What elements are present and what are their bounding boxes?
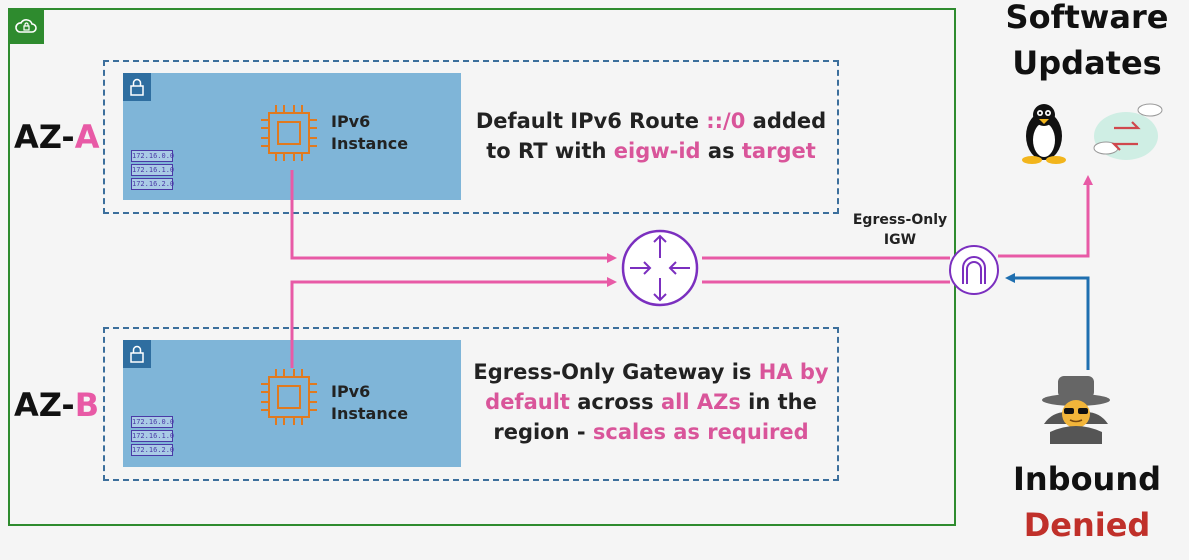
denied-line2: Denied	[1023, 506, 1151, 544]
inbound-line1: Inbound	[1012, 460, 1162, 498]
egress-only-igw-icon	[949, 245, 999, 295]
cidr-block: 172.16.0.0	[131, 150, 175, 162]
router-icon	[621, 229, 699, 307]
hacker-icon	[1042, 376, 1110, 444]
desc-b-text: in the	[740, 390, 817, 414]
instance-b-chip-icon	[258, 366, 320, 432]
cidr-block: 172.16.1.0	[131, 164, 175, 176]
route-table-a: 172.16.0.0 172.16.1.0 172.16.2.0	[131, 150, 175, 192]
igw-label-line2: IGW	[883, 232, 917, 248]
desc-b-text: across	[569, 390, 661, 414]
cidr-block: 172.16.2.0	[131, 178, 175, 190]
desc-a-text: as	[700, 139, 742, 163]
instance-a-line1: IPv6	[331, 112, 371, 131]
az-b-letter: B	[74, 386, 100, 424]
igw-label: Egress-Only IGW	[840, 210, 960, 250]
flow-line-a	[290, 170, 617, 263]
desc-b-highlight: all AZs	[660, 390, 741, 414]
instance-b-line1: IPv6	[331, 382, 371, 401]
az-a-label: AZ-A	[14, 118, 99, 156]
software-updates-title: Software Updates	[990, 0, 1184, 86]
instance-b-label: IPv6 Instance	[331, 381, 408, 425]
cidr-block: 172.16.1.0	[131, 430, 175, 442]
instance-a-label: IPv6 Instance	[331, 111, 408, 155]
desc-a-text: added	[745, 109, 827, 133]
subnet-a-lock-icon	[123, 73, 151, 101]
desc-a-highlight: eigw-id	[613, 139, 701, 163]
desc-a-highlight: target	[741, 139, 816, 163]
software-updates-line2: Updates	[1012, 44, 1162, 82]
desc-b-text: region -	[493, 420, 593, 444]
desc-b-highlight: default	[485, 390, 570, 414]
desc-b-text: Egress-Only Gateway is	[473, 360, 759, 384]
route-table-b: 172.16.0.0 172.16.1.0 172.16.2.0	[131, 416, 175, 458]
instance-a-chip-icon	[258, 102, 320, 168]
desc-a-text: Default IPv6 Route	[475, 109, 707, 133]
subnet-b-lock-icon	[123, 340, 151, 368]
desc-a-text: to RT with	[486, 139, 614, 163]
az-a-boundary	[103, 60, 839, 214]
desc-a-highlight: ::/0	[706, 109, 746, 133]
az-b-label: AZ-B	[14, 386, 99, 424]
az-b-boundary	[103, 327, 839, 481]
az-a-prefix: AZ-	[14, 118, 75, 156]
igw-label-line1: Egress-Only	[852, 212, 948, 228]
inbound-denied-label: Inbound Denied	[990, 456, 1184, 548]
egress-line	[998, 175, 1093, 258]
cidr-block: 172.16.0.0	[131, 416, 175, 428]
desc-b-highlight: scales as required	[592, 420, 809, 444]
az-a-letter: A	[74, 118, 100, 156]
instance-b-line2: Instance	[331, 404, 409, 423]
route-description: Default IPv6 Route ::/0 added to RT with…	[466, 106, 836, 166]
instance-a-line2: Instance	[331, 134, 409, 153]
software-updates-line1: Software	[1005, 0, 1169, 36]
inbound-line	[1005, 273, 1090, 370]
vpc-cloud-icon	[8, 8, 44, 44]
cloud-sync-icon	[1093, 103, 1163, 160]
cidr-block: 172.16.2.0	[131, 444, 175, 456]
ha-description: Egress-Only Gateway is HA by default acr…	[466, 357, 836, 447]
desc-b-highlight: HA by	[758, 360, 829, 384]
az-b-prefix: AZ-	[14, 386, 75, 424]
flow-line-b	[290, 277, 617, 368]
linux-icon	[1022, 104, 1066, 164]
